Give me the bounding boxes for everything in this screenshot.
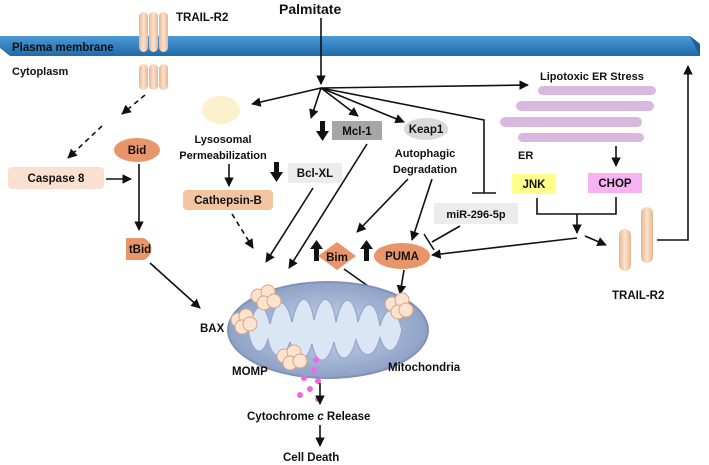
jnk-box [512,174,556,194]
bax-label: BAX [200,323,225,335]
cell-death-label: Cell Death [283,452,339,464]
cathepsin-b-box [183,190,273,210]
mir-inhibit-bar [423,233,435,251]
chop-box [588,173,642,193]
bclxl-down-arrow-icon [270,162,283,182]
lipotoxic-er-stress-label: Lipotoxic ER Stress [540,71,644,83]
puma-label: PUMA [385,251,419,263]
puma-arrow [396,269,407,295]
lysosomal-label-1: Lysosomal [194,134,251,146]
trail-to-caspase-arrow-1 [121,94,146,115]
plasma-membrane-label: Plasma membrane [12,42,114,54]
bid-label: Bid [128,145,147,157]
mir-296-5p-box [434,203,518,224]
bax-pore-icons [230,284,414,371]
cytochrome-release-post: Release [324,411,371,423]
mcl1-down-arrow-icon [316,121,329,141]
palmitate-label: Palmitate [279,1,341,17]
autophagic-label-2: Degradation [393,164,457,176]
tbid-shape [126,238,152,260]
cytochrome-release-pre: Cytochrome [247,411,317,423]
trail-r2-right-label: TRAIL-R2 [612,290,664,302]
cathepsin-arrow [231,213,254,249]
bim-diamond [318,242,356,270]
bid-oval [114,138,160,162]
cathepsin-b-label: Cathepsin-B [194,195,262,207]
plasma-membrane [0,36,700,56]
mcl1-box [332,121,382,140]
lysosomal-label-2: Permeabilization [179,150,267,162]
er-label: ER [518,150,533,162]
cytochrome-release-c: c [317,411,324,423]
momp-label: MOMP [232,366,268,378]
bclxl-label: Bcl-XL [297,168,333,180]
jnk-chop-merge-arrows [431,197,617,259]
bclxl-arrow [265,187,314,263]
caspase-8-box [8,167,104,189]
trail-to-caspase-arrow-2 [67,125,103,159]
puma-up-arrow-icon [360,240,373,261]
keap1-oval [404,118,448,140]
mir-inhibit-line [431,225,461,243]
mcl1-label: Mcl-1 [342,126,372,138]
cytoplasm-label: Cytoplasm [12,66,68,78]
bclxl-box [288,163,342,183]
keap1-label: Keap1 [409,124,444,136]
caspase-8-label: Caspase 8 [28,173,86,185]
autophagic-to-puma-arrow [410,178,433,241]
trail-r2-top-label: TRAIL-R2 [176,12,228,24]
jnk-label: JNK [522,179,546,191]
cytochrome-release-label: Cytochrome c Release [247,411,370,423]
mitochondria-label: Mitochondria [388,362,461,374]
autophagic-to-bim-arrow [356,178,409,233]
autophagic-label-1: Autophagic [395,148,456,160]
er-organelle-icon [500,86,656,142]
trail-r2-feedback-arrow [657,65,693,241]
chop-label: CHOP [598,178,632,190]
lysosome-icon [202,96,240,124]
bim-up-arrow-icon [310,240,323,261]
hub-arrows [251,80,529,194]
mir-296-5p-label: miR-296-5p [446,209,506,221]
mcl1-arrow [288,143,368,269]
trail-r2-receptor-right [619,207,653,271]
bim-label: Bim [326,252,348,264]
tbid-to-bax-arrow [149,262,201,309]
puma-oval [374,243,430,269]
tbid-label: tBid [129,244,151,256]
trail-r2-receptor-top [139,12,168,90]
